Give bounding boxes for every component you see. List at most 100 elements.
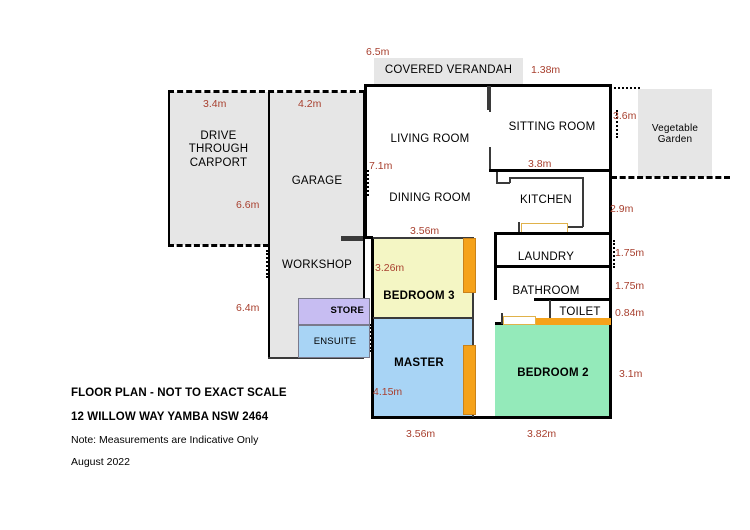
master-fill [373,318,473,417]
dim-verandah-width: 6.5m [366,46,390,58]
wall-bathroom-bottom [534,298,611,301]
room-kitchen-label: KITCHEN [520,194,572,207]
caption-title: FLOOR PLAN - NOT TO EXACT SCALE [71,387,287,399]
bedroom3-fill [373,238,473,318]
wall-living-sitting-upper [489,86,491,112]
room-bedroom2-label: BEDROOM 2 [517,367,589,380]
dim-workshop-depth: 6.4m [236,302,260,314]
room-vegetable-garden: Vegetable Garden [640,118,710,150]
house-wall-left-lower [371,238,374,419]
room-vegetable-garden-label: Vegetable Garden [651,122,699,146]
dim-carport-width: 3.4m [203,98,227,110]
wall-kitchen-top [509,177,583,179]
house-wall-left-jog [364,236,373,239]
room-bedroom3-label: BEDROOM 3 [383,290,455,303]
dim-laundry-depth: 1.75m [615,247,645,259]
room-bedroom3: BEDROOM 3 [373,288,465,306]
dim-master-width: 3.56m [406,428,436,440]
wall-garage-right [363,92,365,358]
boundary-dash-garage-mid [367,170,369,196]
bedroom2-fill [495,325,611,417]
hall-bench-outline [503,316,536,325]
room-bathroom: BATHROOM [500,283,592,301]
covered-verandah-shading [374,58,523,84]
house-wall-top [364,84,612,87]
room-carport: DRIVE THROUGH CARPORT [168,125,269,175]
caption-note: Note: Measurements are Indicative Only [71,434,259,446]
wall-bathroom-left [494,265,497,300]
dim-bedroom3-width: 3.56m [410,225,440,237]
wall-living-sitting-lower [489,147,491,171]
room-carport-label: DRIVE THROUGH CARPORT [188,130,249,169]
room-workshop-label: WORKSHOP [282,259,352,272]
room-dining-label: DINING ROOM [389,192,471,205]
house-wall-right [609,84,612,419]
room-master: MASTER [373,355,465,373]
boundary-dash-ensuite-right [370,324,372,352]
wall-hall-stub [501,313,503,324]
dim-verandah-depth: 1.38m [531,64,561,76]
dim-sitting-width: 3.8m [528,158,552,170]
dim-bathroom-depth: 1.75m [615,280,645,292]
ensuite-box [298,325,370,358]
room-laundry-label: LAUNDRY [517,251,575,264]
dim-living-depth: 7.1m [369,160,393,172]
dim-master-depth: 4.15m [373,386,403,398]
room-workshop: WORKSHOP [270,256,364,276]
caption-address: 12 WILLOW WAY YAMBA NSW 2464 [71,411,269,423]
doorway-stub-garage-upper [345,236,365,238]
wall-kitchen-bottom [494,232,611,235]
boundary-dash-top-left [168,90,365,93]
bedroom3-wardrobe [463,238,476,293]
room-garage: GARAGE [270,172,364,192]
dim-bedroom3-depth: 3.26m [375,262,405,274]
room-kitchen: KITCHEN [509,192,583,210]
verandah-edge-tick [487,86,489,110]
boundary-dash-laundry-right [613,240,615,268]
dim-bedroom2-depth: 3.1m [619,368,643,380]
room-living: LIVING ROOM [374,131,486,149]
room-ensuite: ENSUITE [302,334,368,350]
room-covered-verandah: COVERED VERANDAH [378,61,519,80]
room-sitting: SITTING ROOM [494,119,610,137]
room-covered-verandah-label: COVERED VERANDAH [384,63,513,76]
wall-sitting-bottom [489,169,611,172]
room-sitting-label: SITTING ROOM [508,121,596,134]
doorway-stub-garage [341,239,365,241]
room-bathroom-label: BATHROOM [512,285,580,298]
boundary-dash-right [611,176,730,179]
room-ensuite-label: ENSUITE [313,335,357,347]
dim-carport-depth: 6.6m [236,199,260,211]
wall-kitchen-jog-v [509,177,511,183]
room-toilet-label: TOILET [559,306,601,319]
house-wall-left-upper [364,84,367,238]
wall-kitchen-bench-left [518,222,520,234]
doorway-stub-workshop [341,238,365,240]
wall-laundry-left [494,232,497,267]
wall-bedroom3-master [373,317,473,319]
wall-laundry-bottom [494,265,611,268]
dim-toilet-depth: 0.84m [615,307,645,319]
store-box [298,298,370,325]
room-laundry: LAUNDRY [500,249,592,267]
master-wardrobe [463,345,476,415]
boundary-dash-workshop-left [266,250,268,278]
caption-date: August 2022 [71,456,130,468]
boundary-dash-carport-bottom [168,244,269,247]
wall-kitchen-bench-right [565,226,583,228]
house-wall-bottom [371,416,612,419]
dim-garage-width: 4.2m [298,98,322,110]
dim-sitting-depth: 3.6m [613,110,637,122]
boundary-dash-veg-top [614,87,640,89]
bedroom2-door-top [534,318,611,325]
carport-wall-left [168,92,170,245]
wall-toilet-left [549,300,551,322]
wall-kitchen-jog-h [496,182,510,184]
room-bedroom2: BEDROOM 2 [495,365,611,383]
wall-carport-garage [268,92,270,358]
wall-kitchen-right [582,177,584,227]
dim-bedroom2-width: 3.82m [527,428,557,440]
dim-kitchen-depth: 2.9m [610,203,634,215]
room-garage-label: GARAGE [291,175,343,188]
